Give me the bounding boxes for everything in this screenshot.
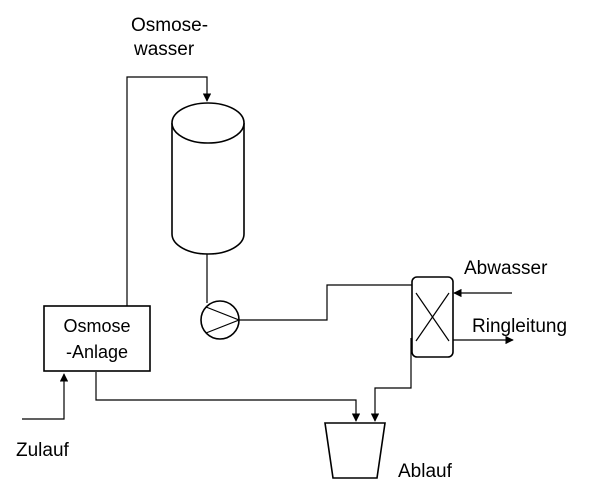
drain-bucket-icon [324,422,386,479]
exchanger-drain-line [370,338,412,422]
storage-tank [171,102,245,255]
pump-to-exchanger-line [239,284,412,321]
abwasser-label: Abwasser [464,258,548,279]
zulauf-inlet-line [22,373,69,420]
osmose-anlage-drain-line [95,372,361,422]
ringleitung-label: Ringleitung [472,316,567,337]
pump-icon [200,300,241,340]
osmose-wasser-label-line1: Osmose- [131,15,208,36]
osmose-anlage-label-line2: -Anlage [66,342,128,362]
osmose-wasser-label-line2: wasser [133,39,195,60]
osmose-water-line [126,76,212,306]
osmose-anlage-box [43,305,151,372]
zulauf-label: Zulauf [16,440,70,461]
osmose-anlage-label-line1: Osmose [63,316,130,336]
ablauf-label: Ablauf [398,461,453,482]
heat-exchanger-icon [411,276,454,358]
